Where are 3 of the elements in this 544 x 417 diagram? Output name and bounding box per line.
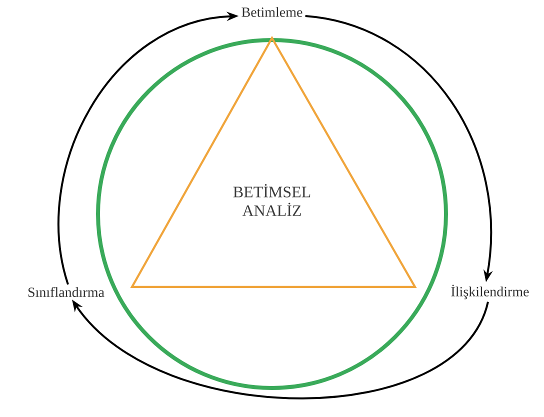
step-label: İlişkilendirme [451,284,529,300]
step-label: Betimleme [242,7,302,17]
step-label: Sınıflandırma [28,287,104,297]
